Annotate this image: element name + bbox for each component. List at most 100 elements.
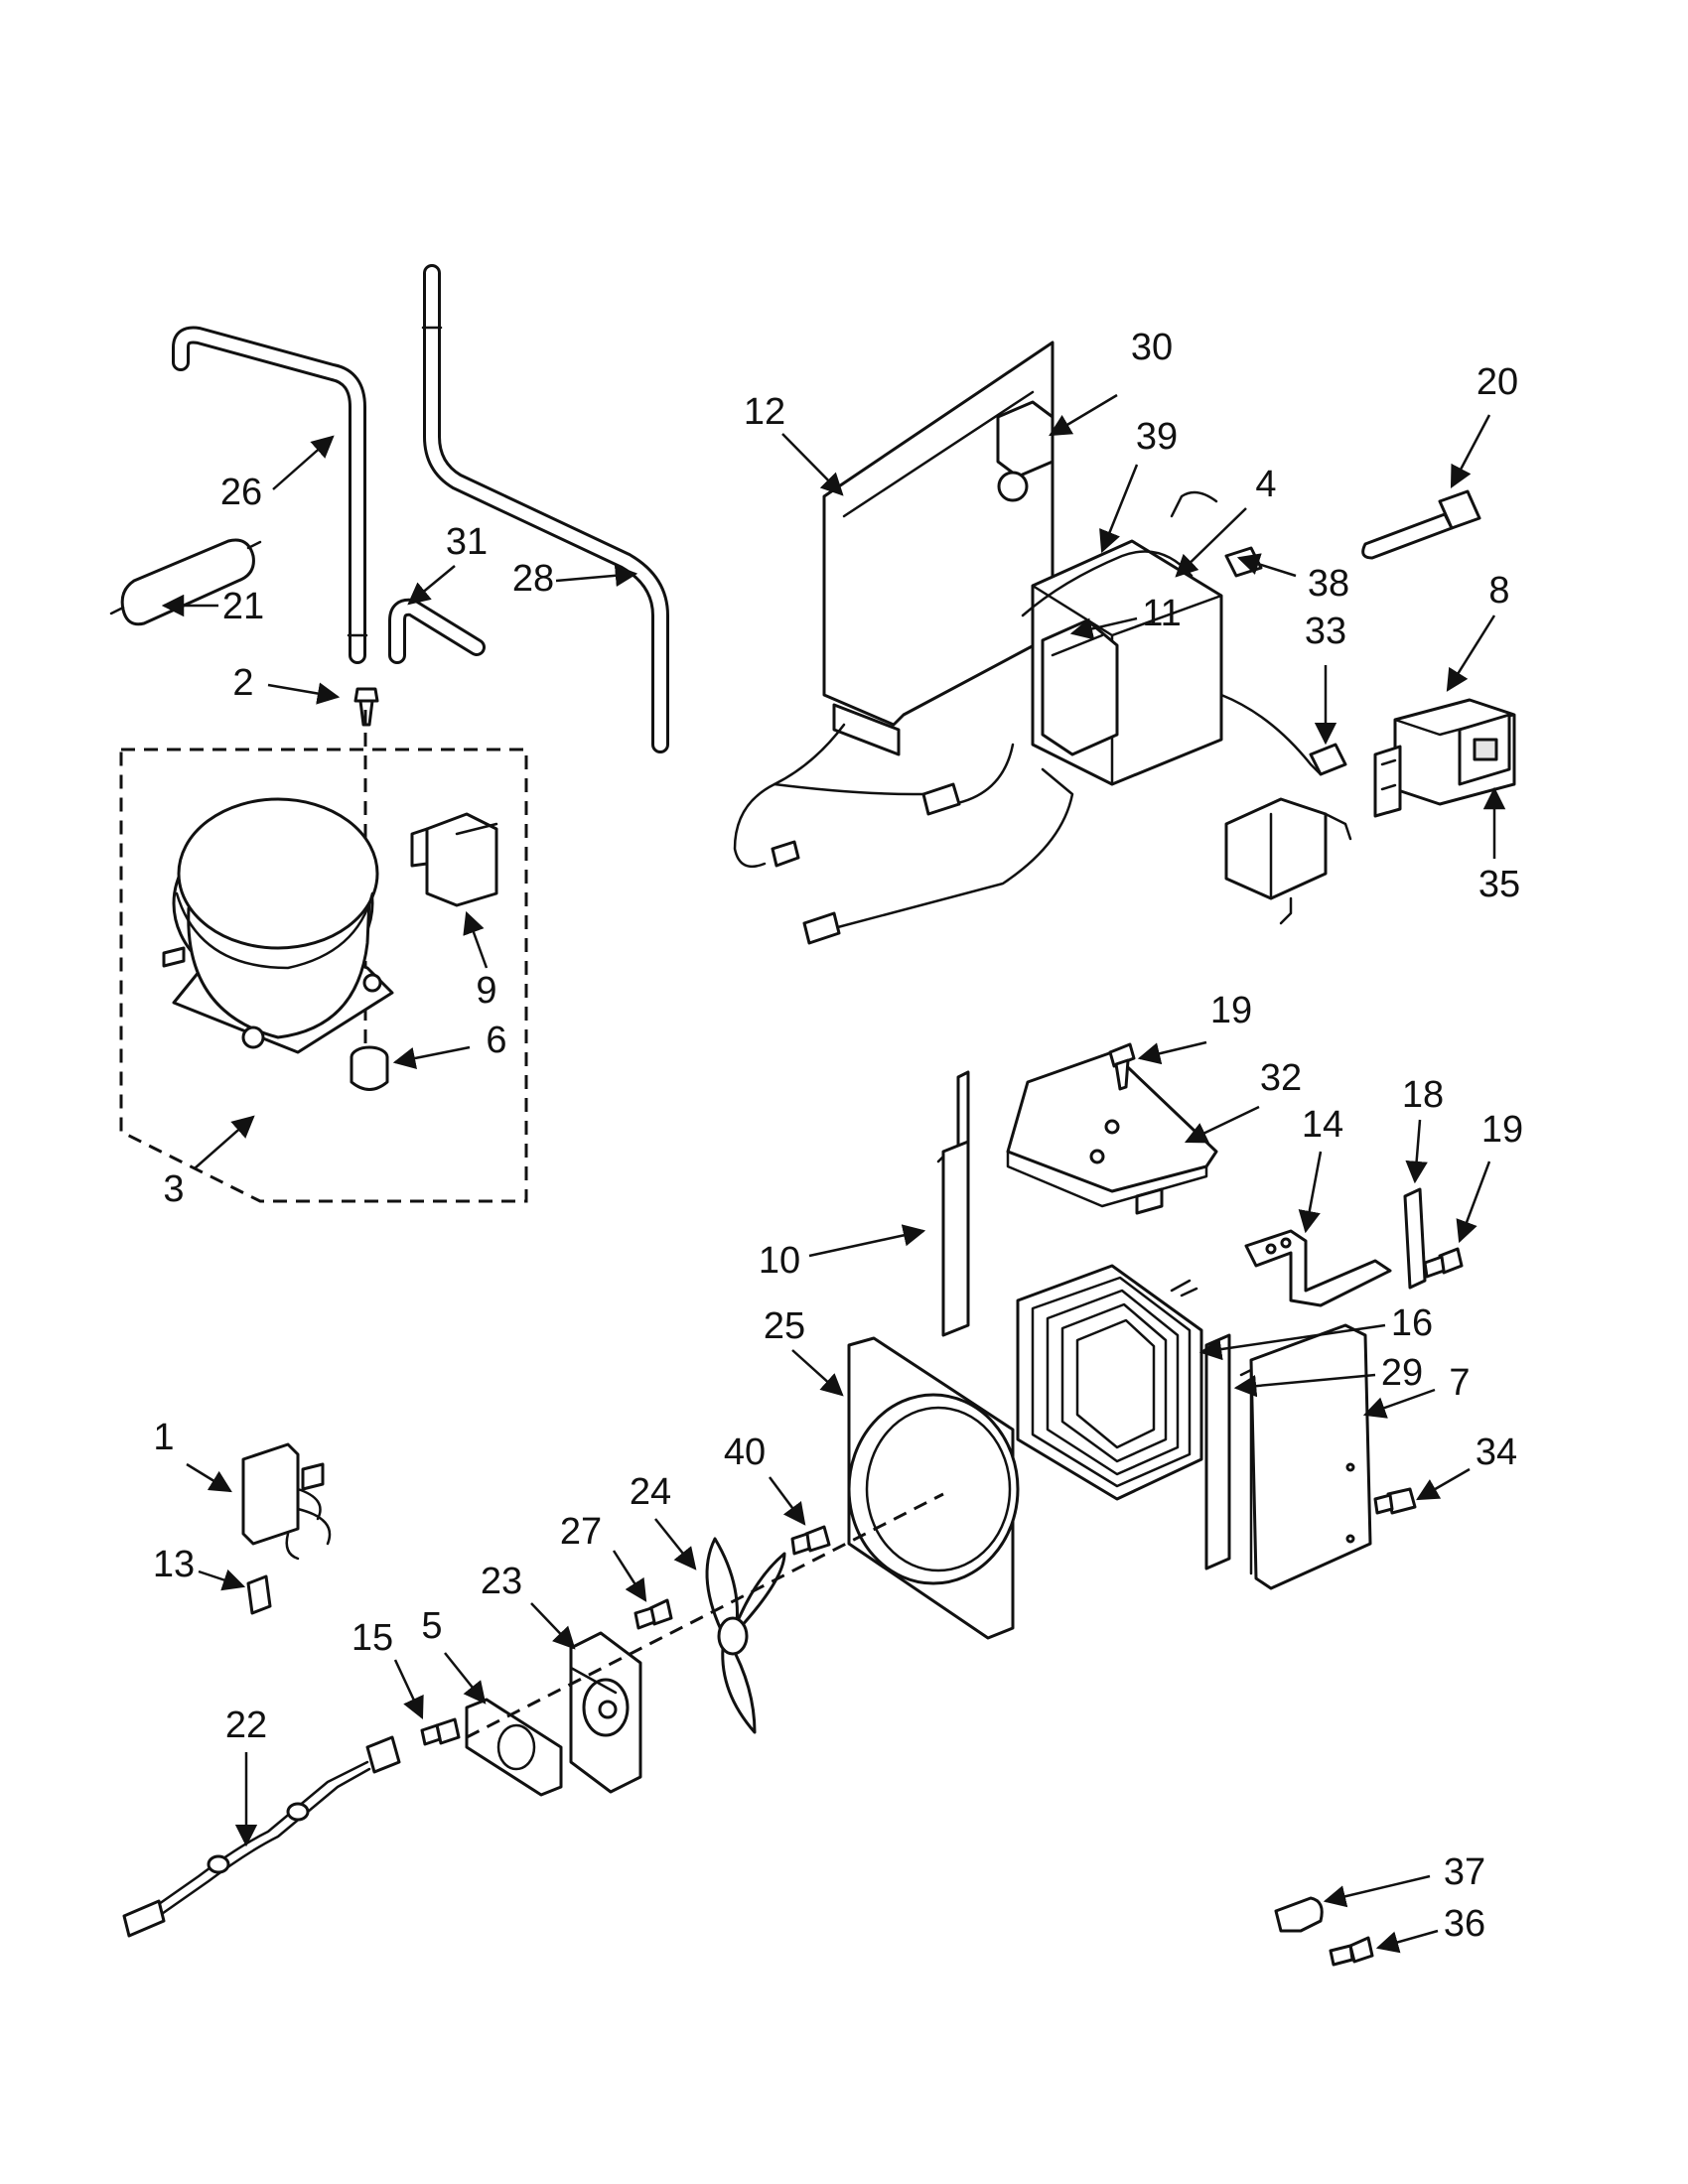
part-34-screw xyxy=(1373,1487,1417,1515)
callout-14: 14 xyxy=(1302,1104,1343,1146)
leader-1 xyxy=(186,1462,232,1493)
leader-29 xyxy=(1233,1373,1376,1398)
part-18-strip xyxy=(1403,1187,1427,1290)
part-19-screw-top xyxy=(1108,1042,1136,1091)
part-23-fan-motor xyxy=(569,1631,642,1794)
part-1-start-relay xyxy=(241,1442,332,1561)
leader-9 xyxy=(463,910,489,969)
leader-20 xyxy=(1450,414,1491,488)
callout-labels: 1 2 3 4 5 6 7 8 9 10 11 12 13 14 15 16 1… xyxy=(153,327,1523,1945)
callout-28: 28 xyxy=(512,558,554,600)
callout-29: 29 xyxy=(1381,1352,1423,1394)
callout-21: 21 xyxy=(222,586,264,627)
callout-38: 38 xyxy=(1308,563,1349,605)
part-40-screw xyxy=(790,1525,831,1556)
callout-13: 13 xyxy=(153,1544,195,1585)
leader-38 xyxy=(1236,553,1297,578)
leader-28 xyxy=(555,564,638,587)
callout-35: 35 xyxy=(1478,864,1520,905)
part-25-fan-shroud xyxy=(847,1336,1020,1640)
part-13-clip xyxy=(246,1574,272,1615)
leader-16 xyxy=(1198,1323,1386,1361)
part-6-grommet xyxy=(350,1045,389,1091)
part-27-screw xyxy=(633,1598,673,1630)
part-8-outlet-box xyxy=(1373,698,1516,818)
leader-27 xyxy=(612,1550,647,1602)
callout-15: 15 xyxy=(352,1617,393,1659)
part-15-screw xyxy=(420,1717,461,1746)
callout-6: 6 xyxy=(486,1020,506,1061)
leader-25 xyxy=(791,1349,844,1397)
part-20-wire-tie xyxy=(1361,489,1481,560)
callout-23: 23 xyxy=(481,1561,522,1602)
callout-3: 3 xyxy=(163,1168,184,1210)
leader-7 xyxy=(1362,1388,1436,1419)
callout-39: 39 xyxy=(1136,416,1178,458)
leader-5 xyxy=(444,1652,487,1705)
callout-4: 4 xyxy=(1255,464,1276,505)
leader-34 xyxy=(1416,1467,1471,1501)
leader-3 xyxy=(194,1115,255,1169)
callout-12: 12 xyxy=(744,391,785,433)
leader-4 xyxy=(1175,507,1247,578)
callout-11: 11 xyxy=(1142,593,1181,634)
callout-22: 22 xyxy=(225,1705,267,1746)
callout-7: 7 xyxy=(1449,1362,1470,1404)
leader-13 xyxy=(198,1569,246,1591)
callout-9: 9 xyxy=(476,970,496,1012)
leader-10 xyxy=(808,1224,926,1258)
fan-assembly-axis xyxy=(466,1492,944,1739)
leader-19a xyxy=(1137,1040,1207,1065)
part-21-filter-drier xyxy=(109,538,262,626)
leader-15 xyxy=(393,1659,424,1720)
leader-32 xyxy=(1184,1105,1260,1144)
part-14-bracket xyxy=(1244,1229,1392,1307)
leader-40 xyxy=(768,1476,806,1526)
leader-24 xyxy=(654,1518,697,1570)
part-22-harness xyxy=(122,1735,401,1938)
leader-14 xyxy=(1298,1151,1323,1234)
part-5-motor-bracket xyxy=(465,1698,563,1797)
leader-18 xyxy=(1405,1119,1428,1184)
callout-16: 16 xyxy=(1391,1302,1433,1344)
part-control-box-assembly xyxy=(733,341,1352,945)
callout-20: 20 xyxy=(1477,361,1518,403)
callout-34: 34 xyxy=(1476,1432,1517,1473)
callout-19-right: 19 xyxy=(1481,1109,1523,1151)
callout-40: 40 xyxy=(724,1432,766,1473)
leader-26 xyxy=(272,435,335,490)
leader-30 xyxy=(1049,393,1118,437)
leader-36 xyxy=(1375,1929,1439,1954)
callout-31: 31 xyxy=(446,521,488,563)
callout-10: 10 xyxy=(759,1240,800,1282)
leader-11 xyxy=(1069,616,1138,640)
leader-37 xyxy=(1323,1874,1431,1908)
part-32-cover-panel xyxy=(1006,1050,1218,1215)
callout-25: 25 xyxy=(764,1305,805,1347)
part-9-relay-cover xyxy=(410,812,498,907)
part-19-screw-right xyxy=(1423,1247,1464,1279)
callout-30: 30 xyxy=(1131,327,1173,368)
leader-6 xyxy=(392,1045,471,1070)
part-24-fan-blade xyxy=(705,1537,786,1734)
callout-5: 5 xyxy=(421,1605,442,1647)
callout-18: 18 xyxy=(1402,1074,1444,1116)
callout-1: 1 xyxy=(153,1417,174,1458)
callout-19-top: 19 xyxy=(1210,990,1252,1031)
part-16-condenser-coil xyxy=(1016,1264,1203,1501)
callout-26: 26 xyxy=(220,472,262,513)
callout-36: 36 xyxy=(1444,1903,1485,1945)
leader-31 xyxy=(407,565,456,606)
leader-23 xyxy=(530,1602,576,1650)
part-3-compressor-assembly-outline xyxy=(119,748,528,1203)
part-26-discharge-tube xyxy=(172,326,368,664)
part-37-clamp xyxy=(1274,1896,1324,1933)
leader-19b xyxy=(1456,1160,1491,1244)
callout-24: 24 xyxy=(630,1471,671,1513)
callout-37: 37 xyxy=(1444,1851,1485,1893)
part-10-bracket xyxy=(936,1070,970,1337)
part-31-suction-tube xyxy=(388,598,486,664)
part-7-panel xyxy=(1239,1323,1372,1590)
part-compressor xyxy=(162,797,394,1054)
